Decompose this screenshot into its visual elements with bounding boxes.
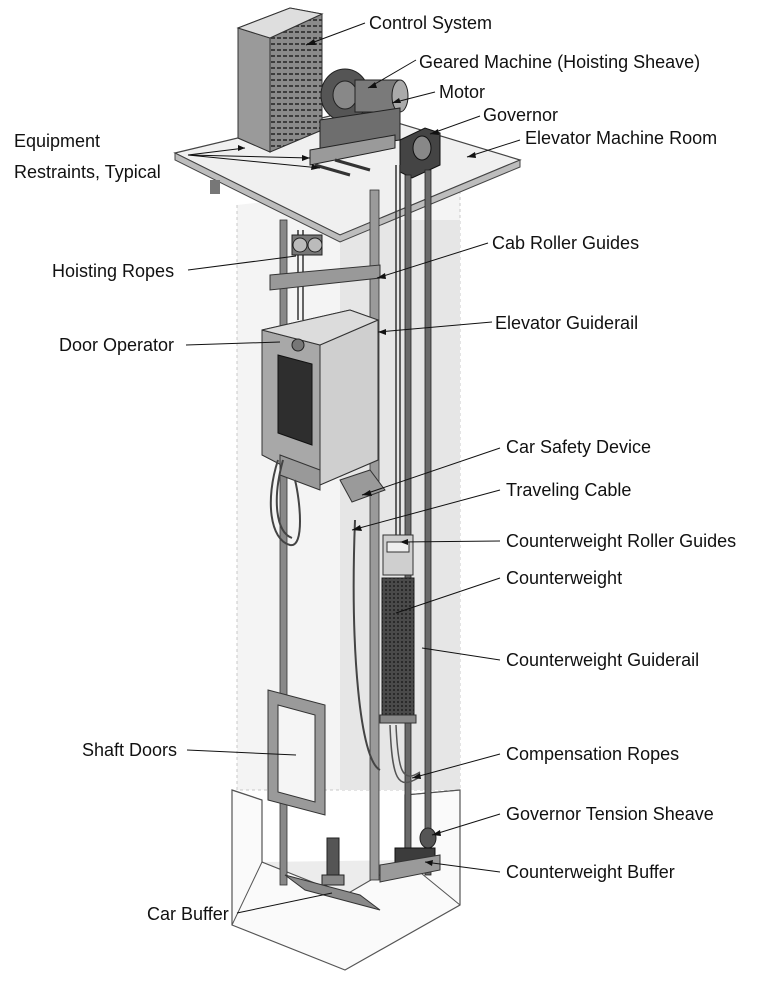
- traveling-cable: [269, 459, 381, 771]
- shaft-door: [267, 689, 326, 816]
- label-restraints-typical: Restraints, Typical: [14, 162, 161, 182]
- counterweight-buffer: [379, 827, 441, 883]
- label-governor-tension-sheave: Governor Tension Sheave: [506, 804, 714, 824]
- label-traveling-cable: Traveling Cable: [506, 480, 632, 500]
- label-motor: Motor: [439, 82, 486, 102]
- label-control-system: Control System: [369, 13, 493, 33]
- crosshead: [269, 234, 381, 291]
- label-shaft-doors: Shaft Doors: [82, 740, 178, 760]
- leader-lines: [185, 22, 521, 914]
- control-cabinet: [236, 7, 324, 153]
- label-counterweight: Counterweight: [506, 568, 623, 588]
- compensation-ropes: [389, 724, 421, 784]
- label-counterweight-guiderail: Counterweight Guiderail: [506, 650, 700, 670]
- counterweight: [379, 534, 417, 724]
- car-safety-device: [339, 469, 386, 503]
- leader-arrowheads: [238, 39, 476, 866]
- car-cab: [261, 309, 380, 491]
- label-elevator-guiderail: Elevator Guiderail: [495, 313, 639, 333]
- label-car-buffer: Car Buffer: [147, 904, 229, 924]
- geared-machine: [309, 68, 409, 177]
- label-governor: Governor: [483, 105, 559, 125]
- label-cab-roller-guides: Cab Roller Guides: [492, 233, 640, 253]
- label-car-safety-device: Car Safety Device: [506, 437, 652, 457]
- label-hoisting-ropes: Hoisting Ropes: [52, 261, 175, 281]
- label-counterweight-roller-guides: Counterweight Roller Guides: [506, 531, 737, 551]
- car-buffer: [284, 837, 381, 911]
- label-door-operator: Door Operator: [59, 335, 175, 355]
- label-geared-machine: Geared Machine (Hoisting Sheave): [419, 52, 701, 72]
- label-machine-room: Elevator Machine Room: [525, 128, 718, 148]
- label-compensation-ropes: Compensation Ropes: [506, 744, 680, 764]
- label-equipment: Equipment: [14, 131, 101, 151]
- label-counterweight-buffer: Counterweight Buffer: [506, 862, 675, 882]
